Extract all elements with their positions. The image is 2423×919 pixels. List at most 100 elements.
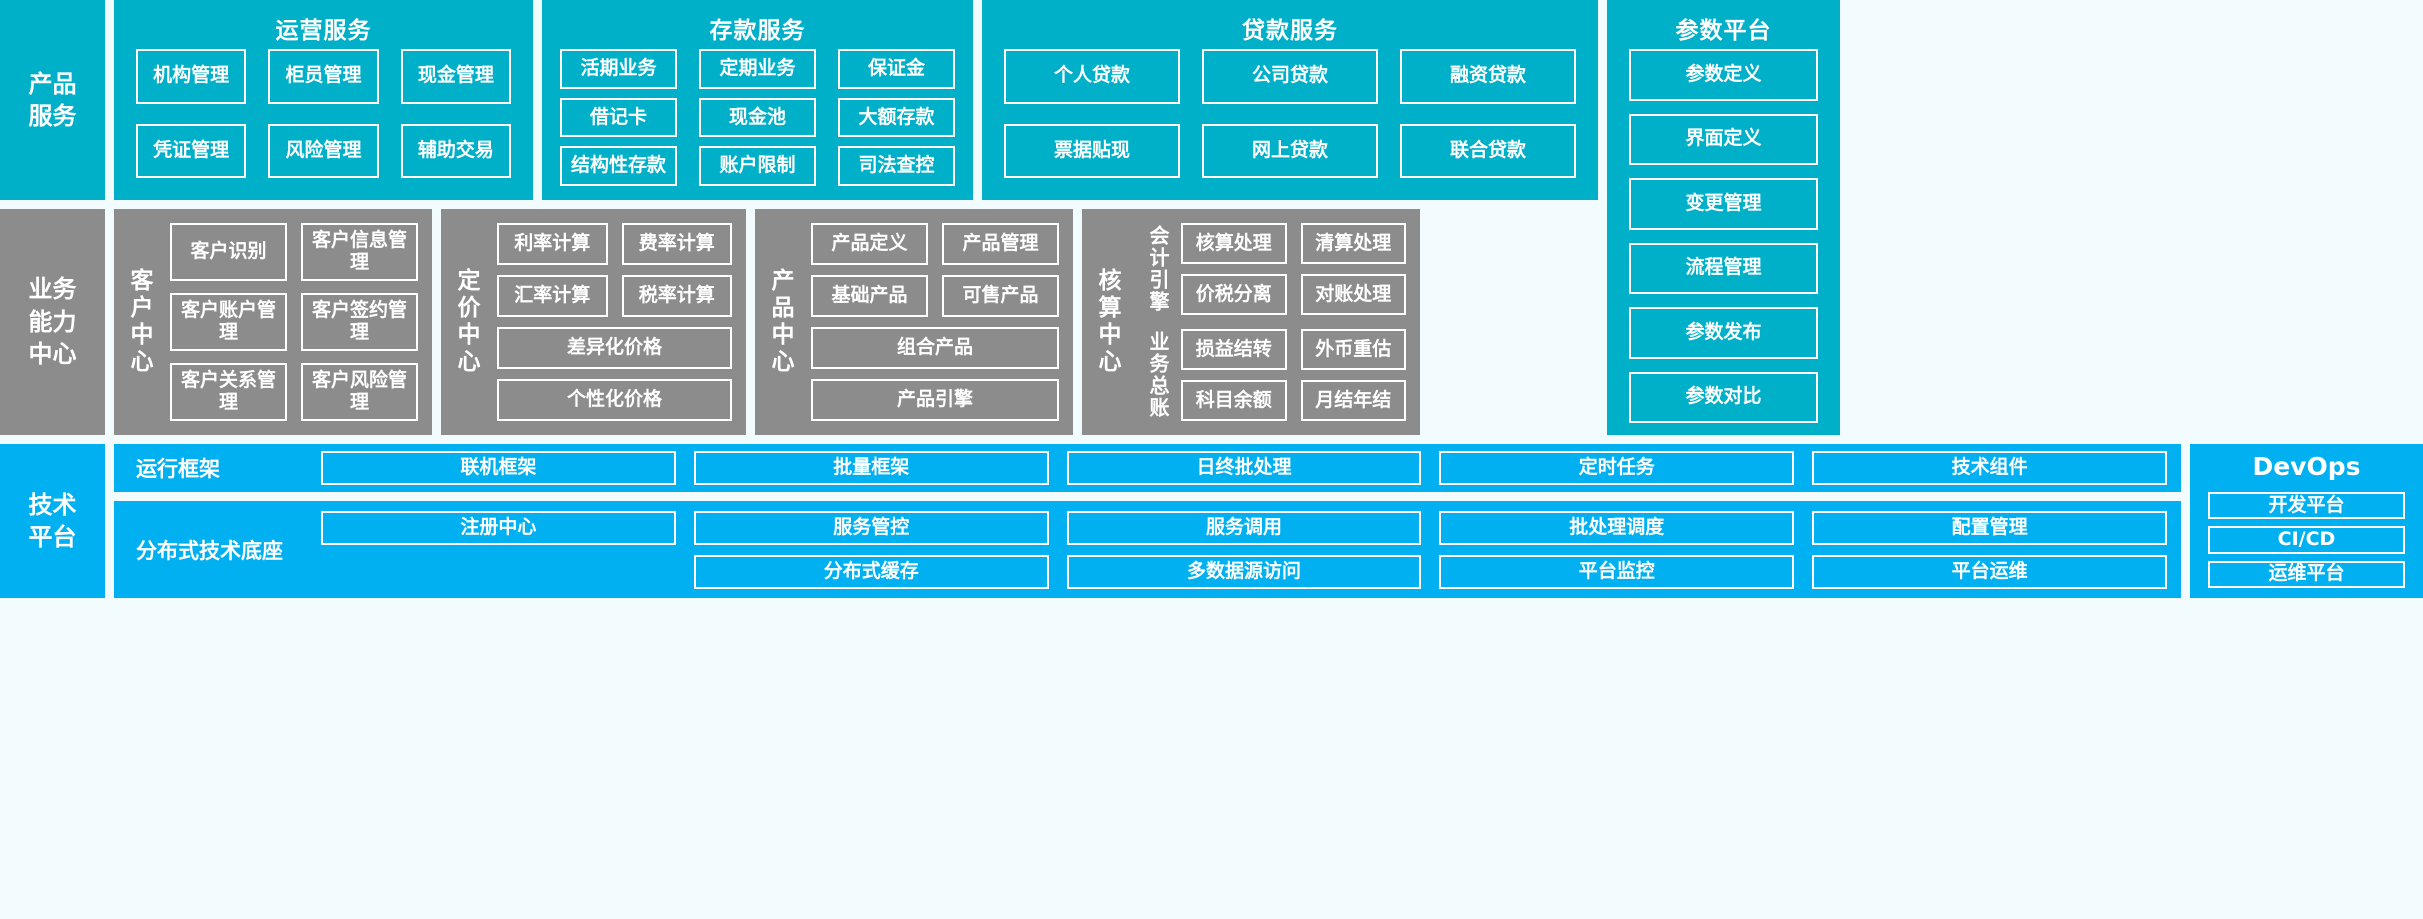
- group-loan-services: 贷款服务 个人贷款 公司贷款 融资贷款 票据贴现 网上贷款 联合贷款: [982, 0, 1598, 200]
- tile-loan-5[interactable]: 联合贷款: [1400, 123, 1576, 178]
- tile-dist-2-0[interactable]: 批处理调度: [1439, 510, 1795, 545]
- row-label-product-services-text: 产品服务: [28, 69, 77, 130]
- tile-deposit-7[interactable]: 账户限制: [699, 146, 816, 186]
- tile-deposit-3[interactable]: 借记卡: [560, 97, 677, 138]
- tile-dist-1-1[interactable]: 多数据源访问: [1066, 554, 1422, 589]
- tile-operations-4[interactable]: 风险管理: [268, 123, 379, 178]
- tile-loan-0[interactable]: 个人贷款: [1004, 49, 1180, 104]
- tile-pricing-2[interactable]: 汇率计算: [497, 275, 608, 317]
- tile-devops-0[interactable]: 开发平台: [2208, 492, 2405, 520]
- row-label-business-capability-text: 业务能力中心: [28, 275, 77, 369]
- group-customer-center: 客户中心 客户识别 客户信息管理 客户账户管理 客户签约管理 客户关系管理 客户…: [114, 209, 432, 435]
- tile-customer-1[interactable]: 客户信息管理: [301, 223, 418, 281]
- tile-runtime-3[interactable]: 定时任务: [1439, 451, 1795, 485]
- tile-runtime-0[interactable]: 联机框架: [321, 451, 676, 485]
- tile-pricing-1[interactable]: 费率计算: [621, 223, 732, 265]
- tile-acct-engine-0[interactable]: 核算处理: [1181, 223, 1287, 264]
- tile-loan-3[interactable]: 票据贴现: [1004, 123, 1180, 178]
- tiles-deposit: 活期业务 定期业务 保证金 借记卡 现金池 大额存款 结构性存款 账户限制 司法…: [542, 49, 973, 200]
- tile-acct-engine-3[interactable]: 对账处理: [1300, 274, 1406, 315]
- tile-dist-0-0[interactable]: 服务管控: [693, 510, 1049, 545]
- tile-product-engine[interactable]: 产品引擎: [811, 379, 1059, 421]
- tile-param-5[interactable]: 参数对比: [1629, 371, 1818, 423]
- tile-product-1[interactable]: 产品管理: [942, 223, 1059, 265]
- label-distributed-base: 分布式技术底座: [136, 538, 283, 563]
- tiles-param-platform: 参数定义 界面定义 变更管理 流程管理 参数发布 参数对比: [1607, 49, 1840, 435]
- tile-customer-2[interactable]: 客户账户管理: [170, 293, 287, 351]
- tile-runtime-4[interactable]: 技术组件: [1812, 451, 2167, 485]
- tile-operations-1[interactable]: 柜员管理: [268, 49, 379, 104]
- tile-acct-engine-1[interactable]: 清算处理: [1300, 223, 1406, 264]
- tile-dist-3-1[interactable]: 平台运维: [1812, 554, 2167, 589]
- tile-param-2[interactable]: 变更管理: [1629, 178, 1818, 230]
- tile-loan-4[interactable]: 网上贷款: [1202, 123, 1378, 178]
- label-pricing-center: 定价中心: [453, 268, 479, 376]
- tile-operations-2[interactable]: 现金管理: [400, 49, 511, 104]
- tile-customer-0[interactable]: 客户识别: [170, 223, 287, 281]
- tile-operations-3[interactable]: 凭证管理: [136, 123, 247, 178]
- accounting-subgroups: 会计引擎 核算处理 清算处理 价税分离 对账处理 业务总账 损益结转 外币重估 …: [1132, 209, 1420, 435]
- tile-deposit-8[interactable]: 司法查控: [838, 146, 955, 186]
- tile-deposit-0[interactable]: 活期业务: [560, 49, 677, 89]
- tile-acct-ledger-1[interactable]: 外币重估: [1300, 329, 1406, 370]
- tile-dist-2-1[interactable]: 平台监控: [1439, 554, 1795, 589]
- band-product-services: 产品服务 运营服务 机构管理 柜员管理 现金管理 凭证管理 风险管理 辅助交易 …: [0, 0, 2423, 435]
- tiles-distributed-base: 注册中心 服务管控 服务调用 批处理调度 配置管理 分布式缓存 多数据源访问 平…: [321, 510, 2167, 589]
- tile-dist-3-0[interactable]: 配置管理: [1812, 510, 2167, 545]
- label-customer-center: 客户中心: [126, 268, 152, 376]
- tiles-runtime-framework: 联机框架 批量框架 日终批处理 定时任务 技术组件: [321, 451, 2167, 485]
- group-title-deposit: 存款服务: [709, 18, 806, 44]
- tile-operations-5[interactable]: 辅助交易: [400, 123, 511, 178]
- tile-param-4[interactable]: 参数发布: [1629, 307, 1818, 359]
- tile-pricing-personalized[interactable]: 个性化价格: [497, 379, 732, 421]
- tile-product-2[interactable]: 基础产品: [811, 275, 928, 317]
- tile-customer-4[interactable]: 客户关系管理: [170, 363, 287, 421]
- tile-product-0[interactable]: 产品定义: [811, 223, 928, 265]
- tile-acct-ledger-2[interactable]: 科目余额: [1181, 380, 1287, 421]
- tile-deposit-4[interactable]: 现金池: [699, 97, 816, 138]
- tiles-accounting-ledger: 损益结转 外币重估 科目余额 月结年结: [1181, 329, 1406, 421]
- tile-operations-0[interactable]: 机构管理: [136, 49, 247, 104]
- tile-deposit-5[interactable]: 大额存款: [838, 97, 955, 138]
- tile-acct-ledger-3[interactable]: 月结年结: [1300, 380, 1406, 421]
- row-distributed-base: 分布式技术底座 注册中心 服务管控 服务调用 批处理调度 配置管理 分布式缓存 …: [114, 501, 2181, 598]
- tile-param-0[interactable]: 参数定义: [1629, 49, 1818, 101]
- group-title-param-platform: 参数平台: [1675, 18, 1772, 44]
- tile-runtime-2[interactable]: 日终批处理: [1066, 451, 1422, 485]
- tile-loan-1[interactable]: 公司贷款: [1202, 49, 1378, 104]
- tile-pricing-3[interactable]: 税率计算: [621, 275, 732, 317]
- tile-dist-1-0[interactable]: 服务调用: [1066, 510, 1422, 545]
- row-label-tech-platform-text: 技术平台: [28, 490, 77, 551]
- group-title-loan: 贷款服务: [1242, 18, 1338, 44]
- tile-customer-3[interactable]: 客户签约管理: [301, 293, 418, 351]
- tile-deposit-2[interactable]: 保证金: [838, 49, 955, 89]
- tiles-accounting-engine: 核算处理 清算处理 价税分离 对账处理: [1181, 223, 1406, 315]
- group-accounting-center: 核算中心 会计引擎 核算处理 清算处理 价税分离 对账处理 业务总账 损益结转: [1082, 209, 1420, 435]
- tile-runtime-1[interactable]: 批量框架: [693, 451, 1049, 485]
- label-product-center: 产品中心: [767, 268, 793, 376]
- row-label-product-services: 产品服务: [0, 0, 105, 200]
- tile-acct-ledger-0[interactable]: 损益结转: [1181, 329, 1287, 370]
- tile-devops-1[interactable]: CI/CD: [2208, 526, 2405, 554]
- tile-registry-center[interactable]: 注册中心: [321, 510, 676, 545]
- tile-acct-engine-2[interactable]: 价税分离: [1181, 274, 1287, 315]
- tile-param-3[interactable]: 流程管理: [1629, 242, 1818, 294]
- group-product-center: 产品中心 产品定义 产品管理 基础产品 可售产品 组合产品 产品引擎: [755, 209, 1073, 435]
- group-operations-services: 运营服务 机构管理 柜员管理 现金管理 凭证管理 风险管理 辅助交易: [114, 0, 533, 200]
- tiles-loan: 个人贷款 公司贷款 融资贷款 票据贴现 网上贷款 联合贷款: [982, 49, 1598, 200]
- tile-pricing-differentiated[interactable]: 差异化价格: [497, 327, 732, 369]
- tile-product-3[interactable]: 可售产品: [942, 275, 1059, 317]
- tile-product-combined[interactable]: 组合产品: [811, 327, 1059, 369]
- tile-dist-0-1[interactable]: 分布式缓存: [693, 554, 1049, 589]
- band-business-capability: 业务能力中心 客户中心 客户识别 客户信息管理 客户账户管理 客户签约管理 客户…: [0, 209, 2423, 435]
- tile-pricing-0[interactable]: 利率计算: [497, 223, 608, 265]
- tile-deposit-6[interactable]: 结构性存款: [560, 146, 677, 186]
- tile-loan-2[interactable]: 融资贷款: [1400, 49, 1576, 104]
- tiles-product-center: 产品定义 产品管理 基础产品 可售产品 组合产品 产品引擎: [805, 209, 1073, 435]
- tile-deposit-1[interactable]: 定期业务: [699, 49, 816, 89]
- tile-devops-2[interactable]: 运维平台: [2208, 560, 2405, 588]
- tile-param-1[interactable]: 界面定义: [1629, 113, 1818, 165]
- label-accounting-center: 核算中心: [1094, 268, 1120, 376]
- tile-customer-5[interactable]: 客户风险管理: [301, 363, 418, 421]
